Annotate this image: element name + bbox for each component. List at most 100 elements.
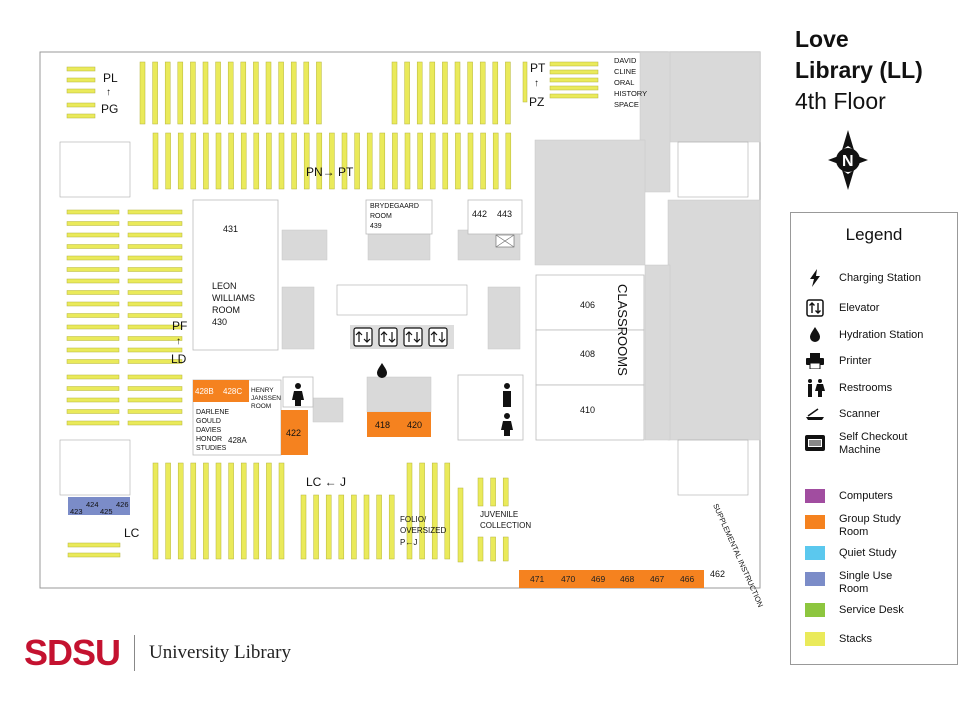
legend-quiet-study-label: Quiet Study [839, 547, 897, 559]
stack-shelf [66, 386, 120, 391]
stack-shelf [165, 132, 171, 190]
room-466: 466 [680, 574, 694, 584]
stack-shelf [549, 93, 599, 99]
stacks [66, 61, 599, 563]
stack-shelf [457, 487, 464, 563]
stack-shelf [127, 374, 183, 380]
stack-shelf [127, 347, 183, 353]
compass-icon: N [828, 130, 868, 190]
legend-charging-label: Charging Station [839, 272, 921, 284]
stack-shelf [363, 494, 370, 560]
call-arrow-pt: ↑ [534, 78, 539, 89]
stack-shelf [127, 420, 183, 426]
stack-shelf [419, 462, 425, 560]
stack-shelf [127, 313, 183, 318]
leon-williams-3: ROOM [212, 305, 240, 315]
service-desk-swatch [805, 603, 825, 617]
call-ld: LD [171, 352, 187, 366]
self-checkout-icon [805, 435, 825, 451]
stack-shelf [266, 462, 272, 560]
stack-shelf [253, 462, 260, 560]
stack-shelf [490, 536, 496, 562]
room-469: 469 [591, 574, 605, 584]
room-443: 443 [497, 209, 512, 219]
stack-shelf [66, 397, 120, 403]
title-line-1: Love [795, 26, 849, 52]
leon-williams-1: LEON [212, 281, 237, 291]
legend-charging: Charging Station [805, 269, 921, 287]
stack-shelf [549, 69, 599, 75]
room-428c: 428C [223, 387, 242, 396]
henry-janssen-2: JANSSEN [251, 395, 281, 402]
gray-structure [281, 51, 761, 441]
stack-shelf [66, 66, 96, 72]
stack-shelf [417, 132, 423, 190]
legend-single-use-label-2: Room [839, 583, 869, 595]
stack-shelf [127, 324, 183, 330]
room-431: 431 [223, 224, 238, 234]
stack-shelf [177, 132, 184, 190]
stack-shelf [228, 462, 234, 560]
legend-single-use: Single Use Room [805, 570, 892, 596]
legend-elevator: Elevator [805, 299, 879, 317]
stack-shelf [351, 494, 357, 560]
stack-shelf [127, 232, 183, 238]
restroom-icon [292, 383, 513, 436]
stack-shelf [228, 132, 234, 190]
room-422: 422 [286, 428, 301, 438]
legend-title: Legend [845, 225, 903, 244]
call-lc: LC [124, 526, 140, 540]
folio-2: OVERSIZED [400, 526, 446, 535]
legend-computers: Computers [805, 489, 893, 503]
group-room-labels: 471 470 469 468 467 466 [530, 574, 694, 584]
room-428a: 428A [228, 436, 247, 445]
stack-shelf [66, 267, 120, 272]
stack-shelf [338, 494, 345, 560]
david-cline-2: CLINE [614, 67, 636, 76]
room-420: 420 [407, 420, 422, 430]
brydegaard-1: BRYDEGAARD [370, 203, 419, 210]
stack-shelf [66, 359, 120, 364]
stack-shelf [152, 462, 159, 560]
stack-shelf [266, 132, 272, 190]
stack-shelf [66, 221, 120, 226]
stack-shelf [127, 244, 183, 249]
stack-shelf [66, 336, 120, 341]
legend: Legend Charging Station Elevator Hydrati… [790, 212, 958, 665]
stack-shelf [66, 113, 96, 119]
stack-shelf [442, 132, 449, 190]
legend-single-use-label: Single Use [839, 570, 893, 582]
stack-shelf [66, 255, 120, 261]
single-use-swatch [805, 572, 825, 586]
legend-service-desk-label: Service Desk [839, 604, 904, 616]
stack-shelf [392, 132, 398, 190]
stack-shelf [416, 61, 423, 125]
stack-shelf [165, 462, 171, 560]
stack-shelf [467, 61, 473, 125]
stack-shelf [240, 132, 247, 190]
stack-shelf [240, 61, 247, 125]
scanner-icon [805, 407, 825, 421]
quiet-study-swatch [805, 546, 825, 560]
room-462: 462 [710, 569, 725, 579]
call-arrow-pl: ↑ [106, 87, 111, 98]
stack-shelf [203, 132, 209, 190]
stack-shelf [66, 301, 120, 307]
university-library-wordmark: University Library [149, 642, 291, 663]
legend-group-study: Group Study Room [805, 513, 901, 539]
henry-janssen-1: HENRY [251, 387, 274, 394]
room-406: 406 [580, 300, 595, 310]
stack-shelf [66, 420, 120, 426]
stack-shelf [66, 409, 120, 414]
stack-shelf [127, 386, 183, 391]
legend-self-checkout: Self Checkout Machine [805, 431, 907, 457]
restroom-icon [805, 379, 825, 397]
legend-group-study-label-2: Room [839, 526, 869, 538]
call-pz: PZ [529, 95, 544, 109]
brand-divider [134, 635, 136, 671]
stack-shelf [492, 61, 499, 125]
stack-shelf [127, 278, 183, 284]
stack-shelf [227, 61, 234, 125]
single-426: 426 [116, 500, 129, 509]
stack-shelf [190, 132, 197, 190]
